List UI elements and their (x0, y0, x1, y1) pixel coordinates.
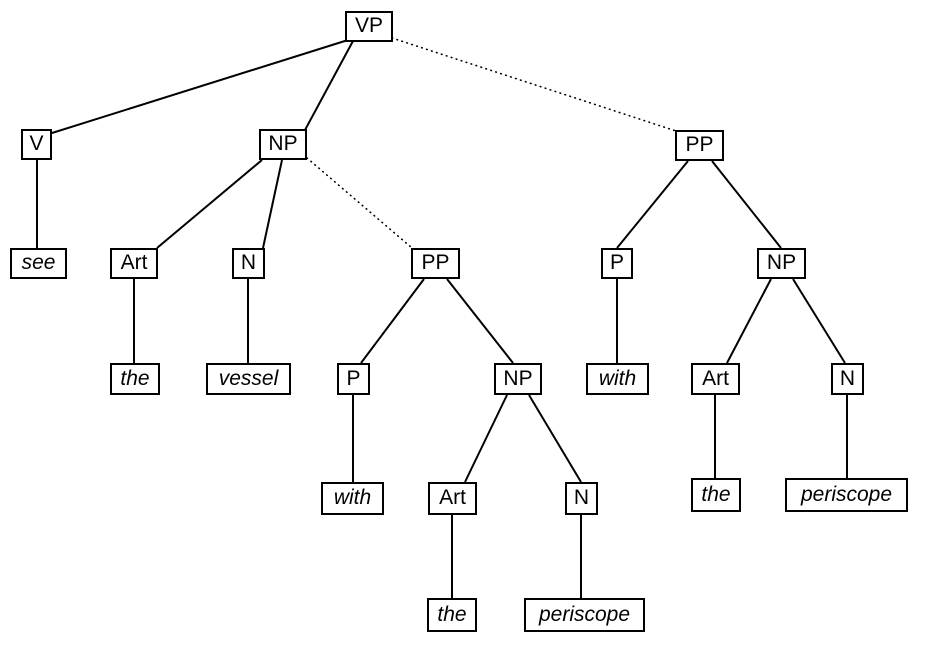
tree-node-pp1[interactable]: PP (411, 248, 460, 279)
tree-node-label-np1: NP (268, 132, 298, 155)
tree-node-label-art2: Art (439, 486, 466, 509)
tree-node-label-with2: with (598, 366, 637, 390)
tree-node-label-n1: N (240, 251, 257, 274)
tree-node-n1[interactable]: N (232, 248, 265, 279)
tree-node-the3[interactable]: the (691, 478, 741, 512)
tree-edge-vp-to-pp2 (391, 37, 677, 132)
tree-node-label-the3: the (701, 482, 731, 506)
tree-edge-vp-to-v (51, 39, 349, 134)
tree-node-label-vp: VP (354, 14, 383, 37)
tree-node-label-pp2: PP (685, 133, 714, 156)
tree-edge-pp2-to-p2 (616, 160, 689, 249)
tree-node-periscope2[interactable]: periscope (785, 478, 908, 512)
tree-node-see[interactable]: see (10, 248, 67, 279)
tree-node-the2[interactable]: the (427, 598, 477, 632)
tree-node-label-art1: Art (120, 251, 148, 274)
tree-node-label-pp1: PP (421, 251, 450, 274)
tree-node-art2[interactable]: Art (428, 482, 477, 515)
tree-node-np3[interactable]: NP (757, 248, 806, 279)
tree-node-art1[interactable]: Art (110, 248, 158, 279)
tree-node-label-n3: N (839, 366, 856, 390)
tree-edge-vp-to-np1 (304, 40, 354, 131)
tree-node-label-art3: Art (702, 366, 729, 390)
tree-node-label-p1: P (346, 366, 361, 390)
tree-node-label-periscope1: periscope (538, 602, 631, 626)
tree-edge-np1-to-art1 (156, 159, 263, 249)
tree-edge-np1-to-n1 (262, 159, 283, 249)
tree-node-p2[interactable]: P (601, 248, 633, 279)
tree-node-p1[interactable]: P (337, 363, 370, 395)
tree-edge-pp1-to-p1 (360, 278, 425, 364)
tree-node-periscope1[interactable]: periscope (524, 598, 645, 632)
tree-node-label-periscope2: periscope (800, 482, 893, 506)
tree-node-np2[interactable]: NP (494, 363, 542, 395)
tree-edge-np3-to-n3 (792, 278, 846, 364)
tree-node-label-with1: with (333, 486, 372, 509)
tree-node-label-n2: N (573, 486, 590, 509)
tree-node-with2[interactable]: with (586, 363, 649, 395)
tree-node-label-p2: P (609, 251, 624, 274)
tree-node-label-the1: the (120, 366, 150, 390)
tree-node-label-v: V (29, 132, 44, 155)
tree-node-np1[interactable]: NP (259, 129, 307, 160)
tree-node-pp2[interactable]: PP (675, 130, 724, 161)
tree-node-label-vessel: vessel (218, 366, 279, 390)
tree-node-label-np3: NP (766, 251, 797, 274)
tree-edge-np2-to-art2 (464, 394, 508, 483)
tree-node-the1[interactable]: the (110, 363, 160, 395)
tree-node-art3[interactable]: Art (691, 363, 740, 395)
tree-node-vessel[interactable]: vessel (206, 363, 291, 395)
tree-node-with1[interactable]: with (321, 482, 384, 515)
tree-node-n3[interactable]: N (831, 363, 864, 395)
tree-node-label-np2: NP (503, 366, 533, 390)
tree-edges (36, 37, 848, 598)
tree-node-label-the2: the (437, 602, 467, 626)
tree-edge-np3-to-art3 (726, 278, 772, 364)
tree-edge-np2-to-n2 (528, 394, 582, 483)
tree-node-vp[interactable]: VP (345, 11, 393, 42)
tree-node-v[interactable]: V (21, 129, 52, 160)
tree-node-n2[interactable]: N (565, 482, 598, 515)
tree-edge-pp1-to-np2 (446, 278, 514, 364)
tree-node-label-see: see (21, 251, 56, 274)
tree-edge-np1-to-pp1 (306, 157, 413, 249)
tree-edge-pp2-to-np3 (711, 160, 782, 249)
